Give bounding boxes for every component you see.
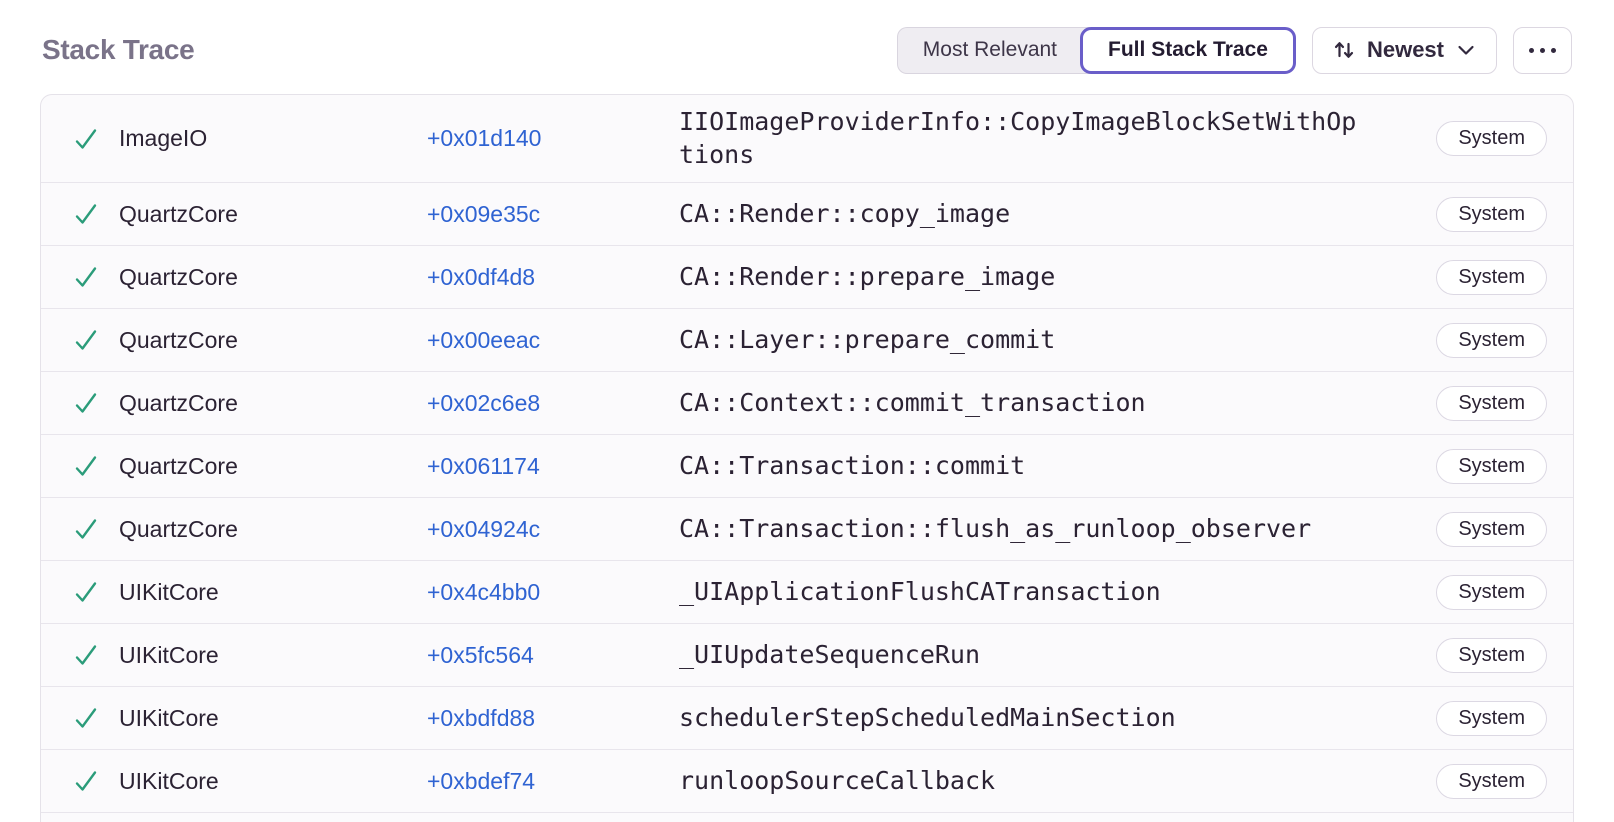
toggle-full-stack-trace-button[interactable]: Full Stack Trace: [1080, 26, 1296, 74]
sort-button-label: Newest: [1366, 37, 1444, 62]
frame-address-link[interactable]: +0x09e35c: [427, 200, 541, 227]
frame-module: UIKitCore: [119, 704, 219, 731]
check-icon: [71, 325, 101, 355]
check-icon: [71, 388, 101, 418]
frame-system-badge: System: [1436, 448, 1547, 484]
check-icon: [71, 262, 101, 292]
stack-frame-row[interactable]: QuartzCore +0x0df4d8 CA::Render::prepare…: [41, 246, 1573, 309]
frame-system-badge: System: [1436, 385, 1547, 421]
frame-address-link[interactable]: +0xbdef74: [427, 767, 536, 794]
frame-address-link[interactable]: +0x061174: [427, 452, 540, 479]
frame-function: IIOImageProviderInfo::CopyImageBlockSetW…: [679, 107, 1357, 169]
frame-module: UIKitCore: [119, 578, 219, 605]
chevron-down-icon: [1455, 39, 1477, 61]
page-title: Stack Trace: [42, 34, 195, 65]
frame-function: CA::Render::copy_image: [679, 198, 1011, 228]
frame-module: ImageIO: [119, 125, 208, 151]
stack-frame-row[interactable]: QuartzCore +0x09e35c CA::Render::copy_im…: [41, 183, 1573, 246]
stack-frame-row[interactable]: QuartzCore +0x00eeac CA::Layer::prepare_…: [41, 309, 1573, 372]
frame-address-link[interactable]: +0x01d140: [427, 125, 542, 151]
frame-function: CA::Transaction::commit: [679, 450, 1026, 480]
stack-frame-row[interactable]: UIKitCore +0xbdef74 runloopSourceCallbac…: [41, 750, 1573, 813]
view-toggle: Most Relevant Full Stack Trace: [896, 26, 1296, 74]
stack-frame-row[interactable]: QuartzCore +0x02c6e8 CA::Context::commit…: [41, 372, 1573, 435]
sort-button[interactable]: Newest: [1311, 26, 1497, 74]
frame-function: runloopSourceCallback: [679, 765, 996, 795]
frame-function: CA::Context::commit_transaction: [679, 387, 1146, 417]
frame-system-badge: System: [1436, 322, 1547, 358]
frame-function: schedulerStepScheduledMainSection: [679, 702, 1176, 732]
sort-arrows-icon: [1332, 38, 1356, 62]
frame-address-link[interactable]: +0x00eeac: [427, 326, 541, 353]
frame-module: QuartzCore: [119, 389, 238, 416]
frame-system-badge: System: [1436, 763, 1547, 799]
frame-function: _UIUpdateSequenceRun: [679, 639, 981, 669]
frame-module: UIKitCore: [119, 767, 219, 794]
frame-address-link[interactable]: +0xbdfd88: [427, 704, 536, 731]
stack-frame-row[interactable]: UIKitCore +0xbdfd88 schedulerStepSchedul…: [41, 687, 1573, 750]
check-icon: [71, 766, 101, 796]
stack-frame-partial: [41, 813, 1573, 822]
check-icon: [71, 199, 101, 229]
frame-address-link[interactable]: +0x0df4d8: [427, 263, 536, 290]
frame-address-link[interactable]: +0x4c4bb0: [427, 578, 541, 605]
check-icon: [71, 640, 101, 670]
frame-system-badge: System: [1436, 121, 1547, 156]
frame-system-badge: System: [1436, 259, 1547, 295]
header-controls: Most Relevant Full Stack Trace Newest: [896, 26, 1572, 74]
frame-function: CA::Layer::prepare_commit: [679, 324, 1056, 354]
more-options-button[interactable]: [1513, 26, 1572, 74]
check-icon: [71, 703, 101, 733]
frame-system-badge: System: [1436, 511, 1547, 547]
stack-frame-row[interactable]: QuartzCore +0x061174 CA::Transaction::co…: [41, 435, 1573, 498]
frame-system-badge: System: [1436, 700, 1547, 736]
stack-frame-row[interactable]: ImageIO +0x01d140 IIOImageProviderInfo::…: [41, 95, 1573, 183]
check-icon: [71, 451, 101, 481]
frame-module: QuartzCore: [119, 326, 238, 353]
ellipsis-icon: [1529, 47, 1534, 53]
frame-module: QuartzCore: [119, 200, 238, 227]
stack-trace-header: Stack Trace Most Relevant Full Stack Tra…: [0, 0, 1614, 74]
frame-module: QuartzCore: [119, 263, 238, 290]
frame-function: CA::Render::prepare_image: [679, 261, 1056, 291]
frame-module: UIKitCore: [119, 641, 219, 668]
stack-frame-row[interactable]: QuartzCore +0x04924c CA::Transaction::fl…: [41, 498, 1573, 561]
stack-frame-row[interactable]: UIKitCore +0x5fc564 _UIUpdateSequenceRun…: [41, 624, 1573, 687]
frame-module: QuartzCore: [119, 452, 238, 479]
frame-address-link[interactable]: +0x02c6e8: [427, 389, 541, 416]
frame-system-badge: System: [1436, 637, 1547, 673]
frame-address-link[interactable]: +0x5fc564: [427, 641, 534, 668]
frame-function: CA::Transaction::flush_as_runloop_observ…: [679, 513, 1312, 543]
frame-function: _UIApplicationFlushCATransaction: [679, 576, 1161, 606]
check-icon: [71, 577, 101, 607]
toggle-most-relevant-button[interactable]: Most Relevant: [896, 26, 1091, 74]
frame-system-badge: System: [1436, 574, 1547, 610]
check-icon: [71, 514, 101, 544]
frame-system-badge: System: [1436, 196, 1547, 232]
frame-address-link[interactable]: +0x04924c: [427, 515, 541, 542]
frame-module: QuartzCore: [119, 515, 238, 542]
stack-trace-list: ImageIO +0x01d140 IIOImageProviderInfo::…: [40, 94, 1574, 822]
stack-frame-row[interactable]: UIKitCore +0x4c4bb0 _UIApplicationFlushC…: [41, 561, 1573, 624]
check-icon: [71, 124, 101, 154]
